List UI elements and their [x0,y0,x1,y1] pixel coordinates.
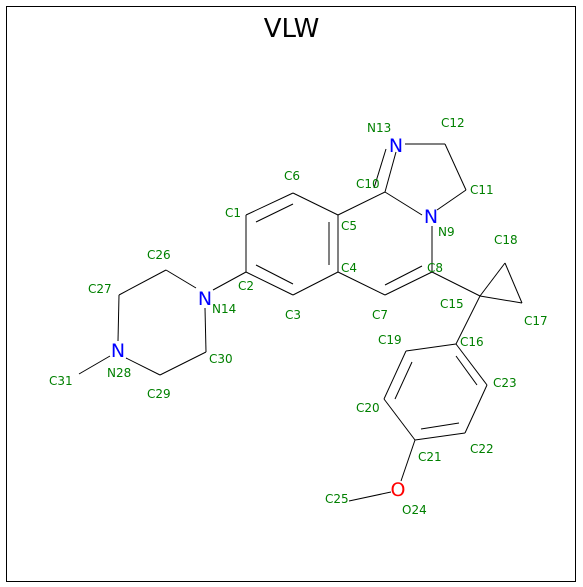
bond-c17-c15 [479,295,523,304]
bond-c7-c4 [337,271,386,296]
bond-c20-c19-inner [394,361,413,400]
o24-symbol: O [391,479,406,501]
atom-label-c15: C15 [440,297,464,311]
bond-c3-c2-inner [255,264,294,285]
bond-c6-c5 [292,192,339,216]
atom-label-c3: C3 [285,308,301,322]
atom-label-n9: N9 [438,225,455,239]
bond-c27-n28 [117,294,120,342]
bond-c16-c23-inner [455,355,478,386]
atom-label-c22: C22 [470,442,494,456]
atom-label-c25: C25 [325,492,349,506]
atom-label-n28: N28 [107,366,131,380]
bond-c18-c17 [504,262,523,304]
atom-label-n14: N14 [212,302,236,316]
bonds [78,143,523,502]
heteroatom-symbols: N N N N O [111,135,438,501]
atom-label-c12: C12 [441,116,465,130]
bond-o24-c25 [348,491,392,502]
bond-c23-c22 [464,384,488,434]
bond-c2-n14 [212,271,247,291]
bond-c12-c11 [444,143,467,191]
bond-c16-c23 [455,343,488,386]
bond-c29-c30 [159,351,207,376]
atom-label-c29: C29 [147,387,171,401]
bond-c1-c6-inner [255,203,294,223]
bond-c15-c18 [479,262,506,297]
atom-label-o24: O24 [402,503,427,517]
atom-label-c16: C16 [460,335,484,349]
atom-label-c6: C6 [284,169,300,183]
bond-c30-n14 [204,307,207,353]
atom-label-c5: C5 [341,219,357,233]
bond-c10-n9 [384,191,423,216]
atom-label-c27: C27 [88,282,112,296]
bond-c20-c19 [383,350,407,400]
atom-label-n13: N13 [367,121,391,135]
bond-c26-c27 [118,269,167,296]
atom-label-c1: C1 [225,206,241,220]
bond-c1-c6 [245,192,294,216]
atom-label-c21: C21 [418,450,442,464]
atom-label-c17: C17 [524,314,548,328]
atom-label-c10: C10 [356,177,380,191]
bond-c21-o24 [400,439,416,482]
atom-label-c8: C8 [427,261,443,275]
bond-c8-c7-inner [384,265,423,286]
atom-label-c26: C26 [147,248,171,262]
n28-symbol: N [111,340,125,362]
n13-symbol: N [389,135,403,157]
bond-c10-n13-inner [373,148,387,189]
bond-c22-c21-inner [420,422,460,430]
bond-c19-c16 [405,343,457,352]
atom-label-c31: C31 [49,374,73,388]
bond-c22-c21 [414,432,466,441]
atom-label-c30: C30 [209,352,233,366]
bond-n28-c29 [125,357,161,376]
n9-symbol: N [424,206,438,228]
bond-n28-c31 [78,355,111,375]
atom-label-c23: C23 [493,376,517,390]
atom-label-c11: C11 [470,183,494,197]
bond-c15-c16 [455,295,481,345]
atom-label-c7: C7 [372,308,388,322]
atom-label-c4: C4 [341,261,357,275]
n14-symbol: N [198,288,212,310]
atom-label-c18: C18 [494,233,518,247]
bond-c21-c20 [383,398,416,441]
molecule-title: VLW [263,14,320,44]
bond-c5-c10 [337,191,386,216]
bond-c8-c7 [384,271,433,296]
bond-c3-c2 [245,271,294,296]
bond-n14-c26 [165,269,197,289]
atom-label-c19: C19 [378,333,402,347]
bond-c10-n13 [384,151,397,193]
bond-c11-n9 [436,189,467,211]
atom-label-c20: C20 [356,401,380,415]
bond-c4-c3 [292,271,339,296]
atom-labels: C1 C2 C3 C4 C5 C6 C7 C8 N9 C10 C11 C12 N… [49,116,548,517]
bond-c8-c15 [431,271,481,297]
atom-label-c2: C2 [238,279,254,293]
